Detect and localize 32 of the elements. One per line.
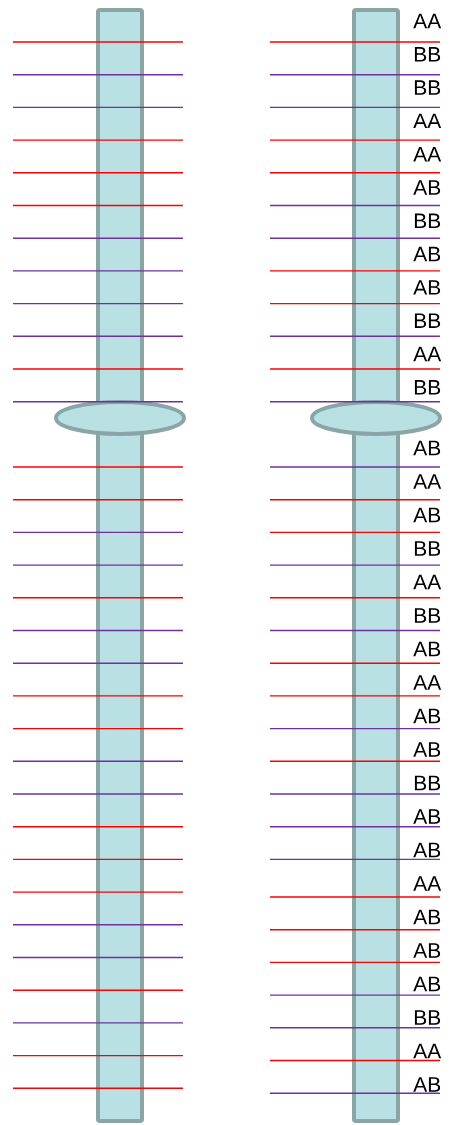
genotype-label: BB: [414, 80, 441, 95]
genotype-label: BB: [414, 1010, 441, 1025]
genotype-label: BB: [414, 313, 441, 328]
genotype-label: AA: [413, 574, 442, 590]
genotype-label: AB: [413, 909, 441, 925]
genotype-label: AB: [413, 742, 441, 757]
genotype-label: BB: [414, 47, 441, 62]
genotype-label: AA: [413, 146, 442, 162]
genotype-label: AB: [413, 708, 441, 724]
genotype-label: BB: [414, 775, 441, 791]
genotype-label: BB: [414, 380, 441, 395]
genotype-label: AA: [413, 675, 442, 690]
genotype-label: AB: [413, 246, 441, 262]
genotype-label: AA: [413, 876, 442, 891]
genotype-label: AB: [413, 641, 441, 657]
genotype-label: AB: [413, 809, 441, 824]
genotype-label: AB: [413, 842, 441, 858]
genotype-label: AB: [413, 440, 441, 456]
genotype-label: AB: [413, 1077, 441, 1092]
genotype-label: BB: [414, 608, 441, 623]
genotype-label: AB: [413, 280, 441, 295]
genotype-label: AA: [413, 113, 442, 129]
genotype-label: AB: [413, 507, 441, 523]
genotype-label: BB: [414, 541, 441, 556]
genotype-label: AA: [413, 13, 442, 29]
genotype-label: AA: [413, 1043, 442, 1059]
genotype-label: AB: [413, 976, 441, 992]
genotype-label: AA: [413, 346, 442, 362]
genotype-label: AB: [413, 180, 441, 195]
genotype-label: AB: [413, 943, 441, 958]
genotype-label: AA: [413, 474, 442, 489]
genotype-label: BB: [414, 213, 441, 228]
